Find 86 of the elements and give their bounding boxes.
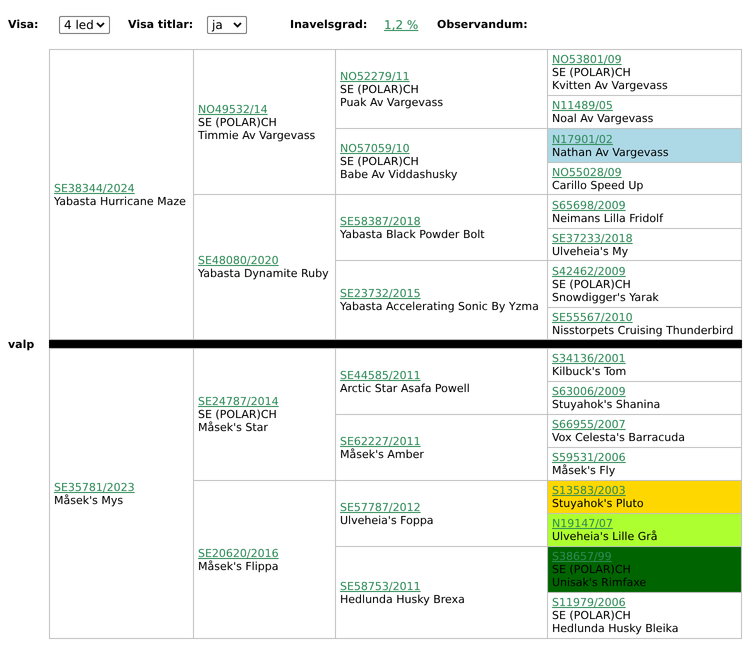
dog-name: Måsek's Flippa [198, 560, 278, 572]
title-text: SE (POLAR)CH [552, 563, 631, 576]
dog-name: Ulveheia's Lille Grå [552, 530, 658, 543]
registration-link: S11979/2006 [552, 596, 626, 609]
dog-name: Ulveheia's My [552, 244, 628, 258]
title-text: SE (POLAR)CH [552, 66, 631, 79]
registration-link: S66955/2007 [552, 418, 626, 431]
side-label: valp [8, 338, 34, 352]
dropdown-select: ja [207, 16, 247, 34]
field-label: Inavelsgrad: [290, 18, 368, 32]
dog-name: Unisak's Rimfaxe [552, 576, 646, 589]
field-label: Observandum: [437, 18, 528, 32]
registration-link: SE62227/2011 [340, 434, 421, 448]
registration-link: S65698/2009 [552, 198, 626, 212]
pedigree-cell [547, 307, 742, 340]
dog-name: Hedlunda Husky Bleika [552, 622, 679, 635]
registration-link: SE44585/2011 [340, 368, 421, 382]
title-text: SE (POLAR)CH [198, 116, 277, 128]
field-label: Visa: [8, 18, 38, 32]
dog-name: Yabasta Black Powder Bolt [340, 228, 485, 240]
dropdown-select: 4 led [59, 16, 110, 34]
dog-name: Måsek's Mys [54, 494, 124, 506]
dog-name: Nathan Av Vargevass [552, 146, 669, 158]
dog-name: Yabasta Dynamite Ruby [198, 267, 329, 280]
dog-name: Nisstorpets Cruising Thunderbird [552, 324, 734, 336]
registration-link: NO52279/11 [340, 70, 410, 82]
registration-link: N11489/05 [552, 99, 613, 112]
registration-link: S13583/2003 [552, 484, 626, 497]
dog-name: Måsek's Amber [340, 448, 424, 460]
dog-name: Neimans Lilla Fridolf [552, 212, 663, 224]
registration-link: NO57059/10 [340, 142, 410, 155]
dog-name: Puak Av Vargevass [340, 96, 444, 108]
dog-name: Kvitten Av Vargevass [552, 79, 668, 92]
dog-name: Noal Av Vargevass [552, 112, 654, 125]
dog-name: Yabasta Hurricane Maze [54, 194, 186, 208]
registration-link: SE38344/2024 [54, 182, 135, 194]
registration-link: SE23732/2015 [340, 287, 421, 300]
pedigree-cell [547, 592, 742, 639]
title-text: SE (POLAR)CH [198, 408, 277, 421]
dog-name: Stuyahok's Pluto [552, 497, 644, 510]
registration-link: SE37233/2018 [552, 232, 633, 244]
registration-link: S59531/2006 [552, 451, 626, 464]
dog-name: Kilbuck's Tom [552, 365, 626, 378]
inbreeding-link: 1,2 % [384, 18, 418, 32]
registration-link: SE55567/2010 [552, 310, 633, 324]
title-text: SE (POLAR)CH [552, 278, 631, 290]
pedigree-cell [547, 546, 742, 593]
registration-link: S34136/2001 [552, 352, 626, 365]
dog-name: Carillo Speed Up [552, 178, 644, 192]
pedigree-cell [547, 348, 742, 382]
pedigree-cell [547, 128, 742, 163]
pedigree-cell [547, 513, 742, 547]
registration-link: SE24787/2014 [198, 395, 279, 408]
dog-name: Måsek's Star [198, 421, 268, 434]
dog-name: Vox Celesta's Barracuda [552, 431, 685, 444]
pedigree-cell [547, 49, 742, 96]
registration-link: SE35781/2023 [54, 480, 135, 494]
dog-name: Yabasta Accelerating Sonic By Yzma [340, 300, 539, 313]
dog-name: Hedlunda Husky Brexa [340, 592, 465, 606]
registration-link: NO49532/14 [198, 102, 268, 116]
dog-name: Timmie Av Vargevass [198, 128, 316, 142]
title-text: SE (POLAR)CH [552, 609, 631, 622]
registration-link: NO53801/09 [552, 53, 622, 66]
registration-link: SE57787/2012 [340, 500, 421, 514]
registration-link: SE58387/2018 [340, 214, 421, 228]
registration-link: SE58753/2011 [340, 580, 421, 592]
registration-link: NO55028/09 [552, 166, 622, 178]
title-text: SE (POLAR)CH [340, 155, 419, 168]
title-text: SE (POLAR)CH [340, 82, 419, 96]
registration-link: SE48080/2020 [198, 254, 279, 267]
dog-name: Snowdigger's Yarak [552, 290, 659, 304]
registration-link: S38657/99 [552, 550, 612, 563]
registration-link: S42462/2009 [552, 264, 626, 278]
field-label: Visa titlar: [128, 18, 194, 32]
dog-name: Ulveheia's Foppa [340, 514, 434, 526]
pedigree-cell [547, 480, 742, 514]
registration-link: N17901/02 [552, 132, 613, 146]
registration-link: SE20620/2016 [198, 546, 279, 560]
dog-name: Stuyahok's Shanina [552, 398, 660, 411]
registration-link: S63006/2009 [552, 385, 626, 398]
dog-name: Måsek's Fly [552, 464, 616, 477]
pedigree-cell [49, 348, 194, 639]
dog-name: Babe Av Viddashusky [340, 168, 458, 181]
pedigree-cell [49, 49, 194, 340]
dog-name: Arctic Star Asafa Powell [340, 382, 470, 394]
registration-link: N19147/07 [552, 517, 613, 530]
